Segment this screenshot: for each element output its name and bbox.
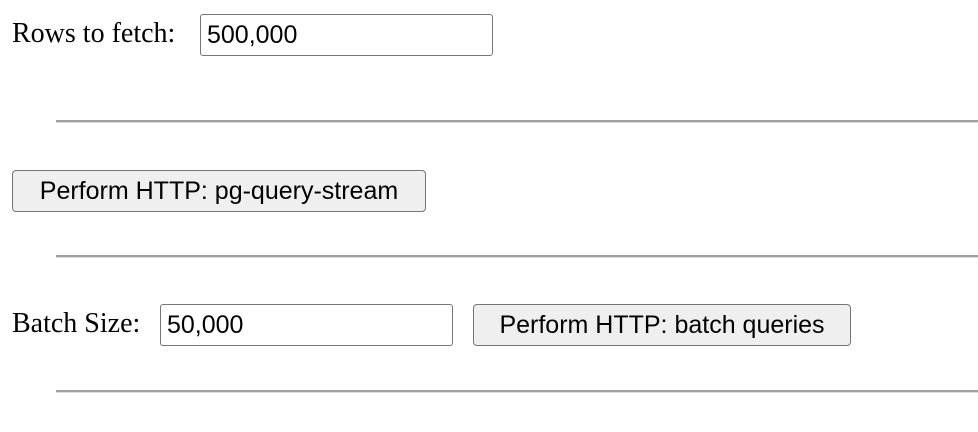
pg-query-stream-button[interactable]: Perform HTTP: pg-query-stream: [12, 170, 426, 212]
batch-queries-button[interactable]: Perform HTTP: batch queries: [473, 304, 851, 346]
divider-1: [56, 120, 978, 123]
divider-3: [56, 390, 978, 393]
rows-to-fetch-label: Rows to fetch:: [12, 18, 176, 49]
batch-size-input[interactable]: [160, 304, 453, 346]
rows-to-fetch-input[interactable]: [200, 14, 493, 56]
divider-2: [56, 255, 978, 258]
batch-size-label: Batch Size:: [12, 308, 141, 339]
